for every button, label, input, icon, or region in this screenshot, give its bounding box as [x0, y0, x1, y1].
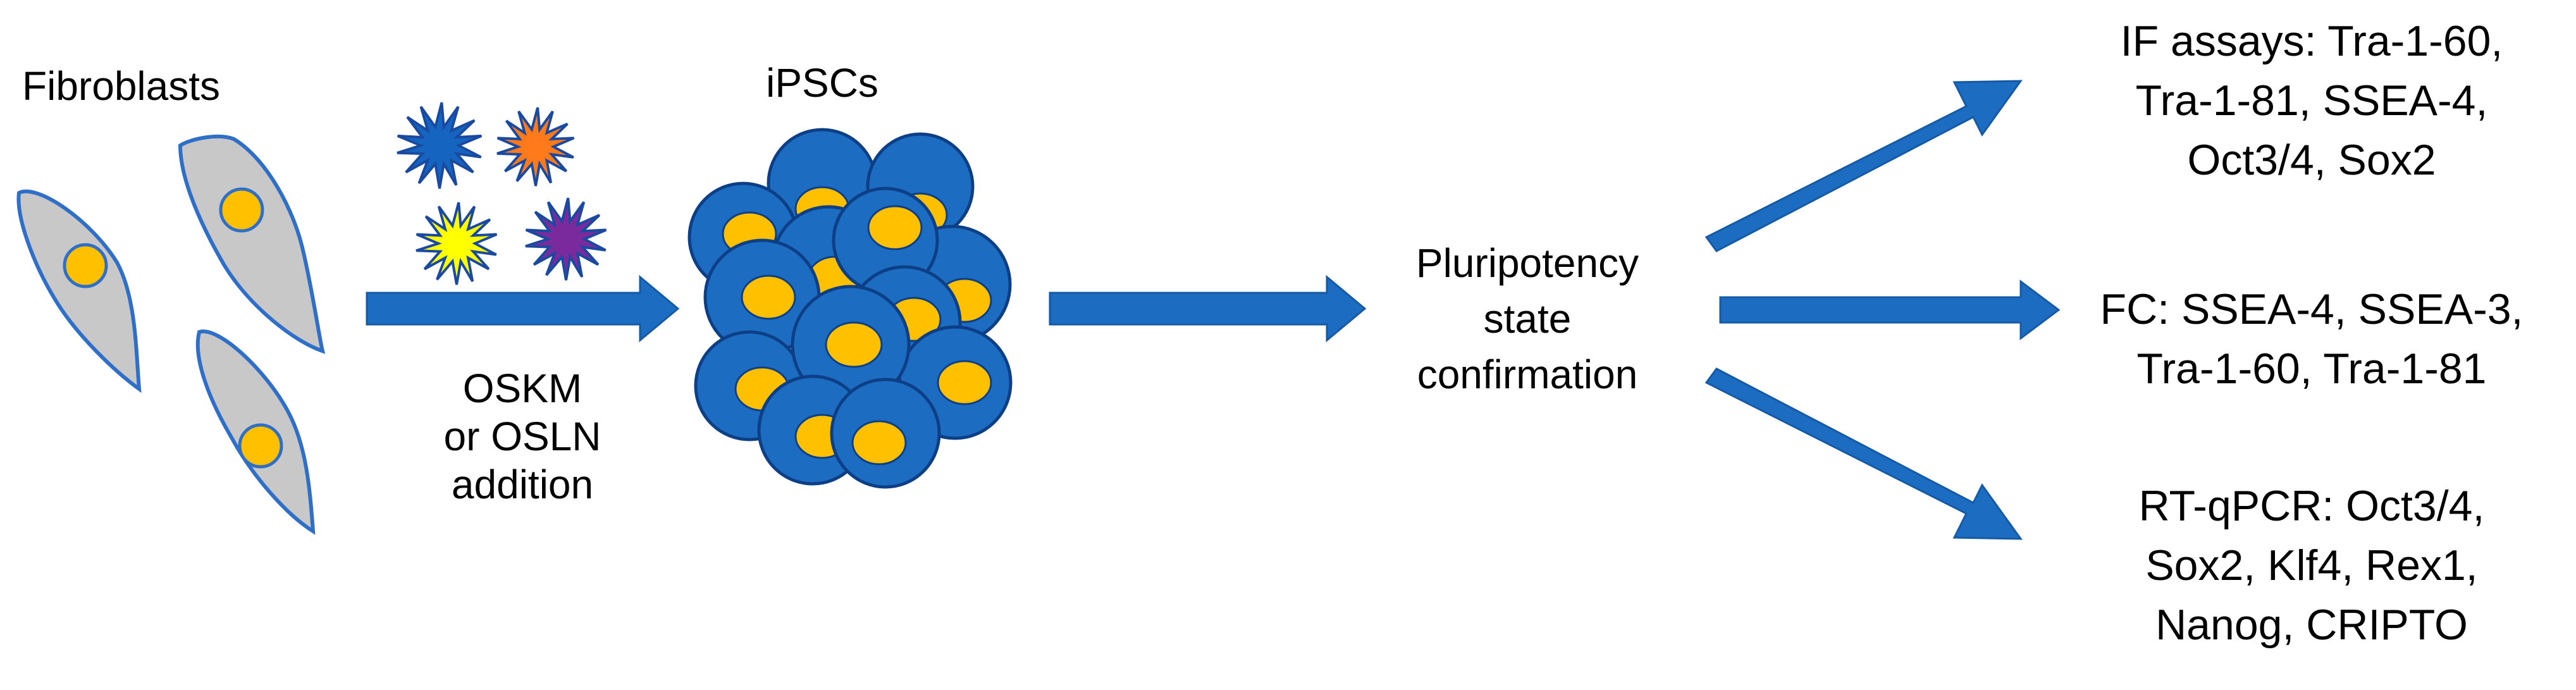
fibroblast-group: Fibroblasts — [16, 63, 326, 535]
ipsc-cell — [830, 378, 941, 489]
ipscs-label: iPSCs — [766, 60, 878, 106]
fibroblasts-label: Fibroblasts — [22, 63, 220, 109]
fibroblast-cell-2 — [178, 134, 326, 354]
fibroblast-nucleus-2 — [219, 187, 264, 233]
fc-assays-text: FC: SSEA-4, SSEA-3, Tra-1-60, Tra-1-81 — [2100, 285, 2524, 393]
factor-star-yellow — [416, 202, 498, 285]
fibroblast-cell-1 — [16, 189, 142, 393]
branch-arrow-fc — [1719, 280, 2061, 340]
if-line-3: Oct3/4, Sox2 — [2187, 136, 2436, 184]
reprogramming-factors — [397, 102, 607, 285]
confirmation-line-1: Pluripotency — [1416, 240, 1639, 286]
factor-star-orange — [496, 107, 575, 187]
factor-star-purple — [525, 197, 607, 281]
reprogramming-arrow — [366, 274, 680, 343]
confirmation-label: Pluripotency state confirmation — [1416, 240, 1639, 397]
rt-line-3: Nanog, CRIPTO — [2155, 601, 2468, 649]
branch-arrow-rtqpcr — [1704, 367, 2023, 540]
fc-line-1: FC: SSEA-4, SSEA-3, — [2100, 285, 2524, 333]
factor-star-blue — [397, 102, 483, 189]
reprogramming-line-2: or OSLN — [444, 414, 601, 459]
rt-line-1: RT-qPCR: Oct3/4, — [2139, 482, 2485, 530]
branch-arrow-if — [1704, 80, 2023, 252]
ipsc-colony: iPSCs — [687, 60, 1013, 489]
fc-line-2: Tra-1-60, Tra-1-81 — [2137, 345, 2487, 393]
confirmation-line-3: confirmation — [1417, 352, 1638, 397]
if-assays-text: IF assays: Tra-1-60, Tra-1-81, SSEA-4, O… — [2121, 17, 2503, 184]
ipsc-cell — [791, 285, 911, 405]
if-line-2: Tra-1-81, SSEA-4, — [2136, 77, 2488, 125]
reprogramming-label: OSKM or OSLN addition — [444, 366, 601, 507]
ipsc-to-confirmation-arrow — [1049, 274, 1367, 343]
fibroblast-nucleus-3 — [238, 423, 283, 469]
fibroblast-cell-3 — [195, 330, 316, 535]
fibroblast-nucleus-1 — [63, 243, 108, 288]
reprogramming-line-1: OSKM — [463, 366, 582, 411]
rtqpcr-assays-text: RT-qPCR: Oct3/4, Sox2, Klf4, Rex1, Nanog… — [2139, 482, 2485, 649]
if-line-1: IF assays: Tra-1-60, — [2121, 17, 2503, 65]
rt-line-2: Sox2, Klf4, Rex1, — [2145, 541, 2477, 589]
confirmation-line-2: state — [1484, 296, 1572, 342]
reprogramming-line-3: addition — [452, 462, 593, 507]
